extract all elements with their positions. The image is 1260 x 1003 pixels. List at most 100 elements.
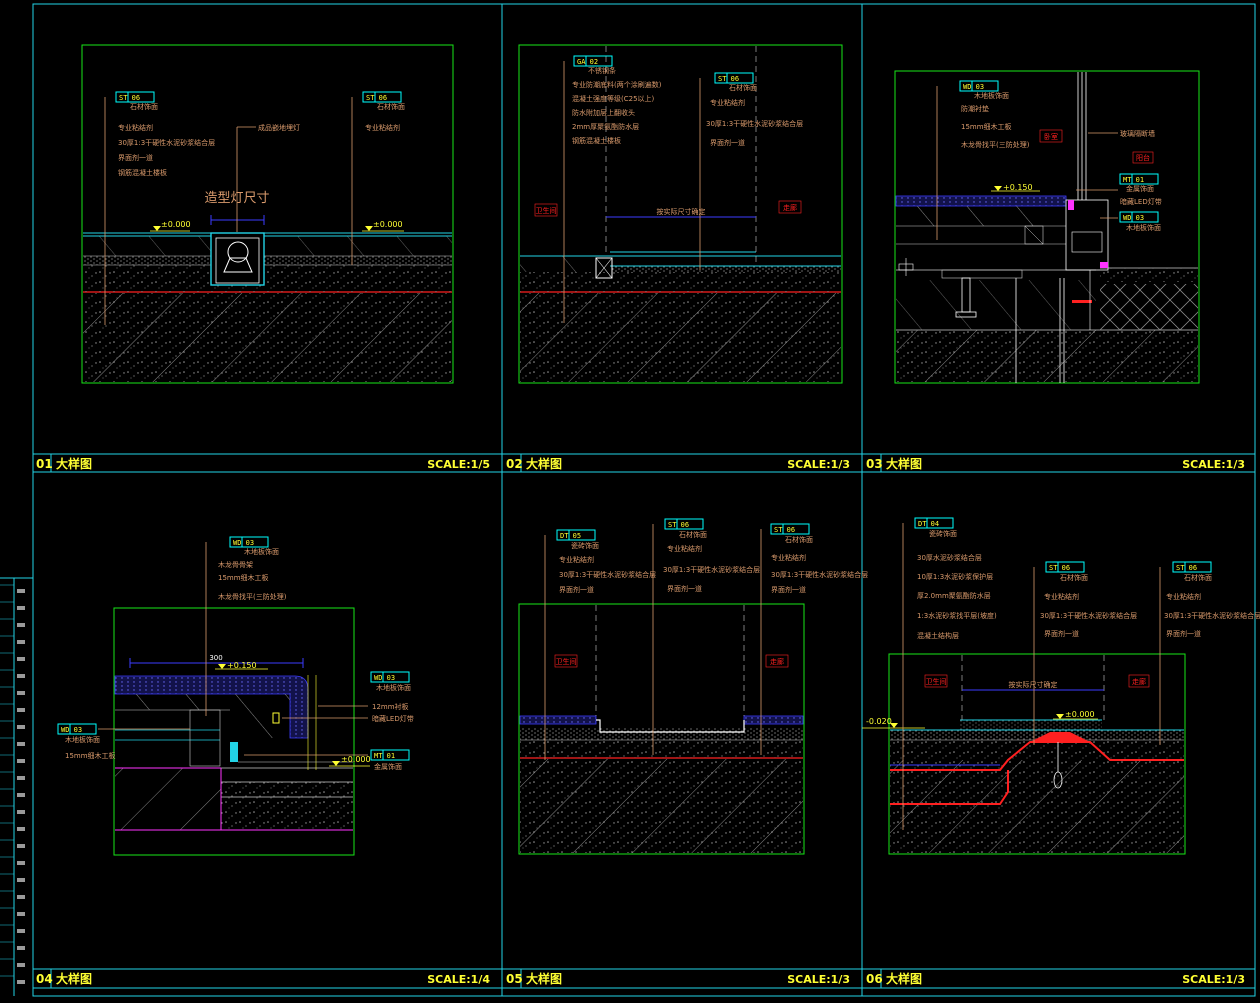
- svg-text:专业粘结剂: 专业粘结剂: [771, 553, 806, 562]
- panel-06-tag-2: ST 06 石材饰面 专业粘结剂 30厚1:3干硬性水泥砂浆结合层 界面剂一道: [1033, 561, 1137, 745]
- panel-05-tag-1: DT 05 瓷砖饰面 专业粘结剂 30厚1:3干硬性水泥砂浆结合层 界面剂一道: [544, 529, 656, 760]
- panel-03-detail: +0.150 卧室 阳台 玻璃隔断墙 WD 03 木地板饰面 防潮衬垫 15mm…: [894, 70, 1200, 384]
- svg-text:30厚1:3干硬性水泥砂浆结合层: 30厚1:3干硬性水泥砂浆结合层: [706, 119, 803, 128]
- panel-04-tag-3: WD 03 木地板饰面 15mm细木工板: [57, 723, 190, 760]
- panel-01-elevation-right: ±0.000: [362, 220, 404, 232]
- svg-text:30厚1:3干硬性水泥砂浆结合层: 30厚1:3干硬性水泥砂浆结合层: [1164, 611, 1260, 620]
- svg-text:+0.150: +0.150: [227, 661, 257, 670]
- panel-04-title: 大样图: [56, 971, 92, 986]
- svg-text:30厚1:3干硬性水泥砂浆结合层: 30厚1:3干硬性水泥砂浆结合层: [118, 138, 215, 147]
- svg-text:界面剂一道: 界面剂一道: [710, 138, 745, 147]
- svg-text:30厚1:3干硬性水泥砂浆结合层: 30厚1:3干硬性水泥砂浆结合层: [771, 570, 868, 579]
- panel-03-tag-2: MT 01 金属饰面 暗藏LED灯带: [1076, 173, 1162, 206]
- svg-text:木地板饰面: 木地板饰面: [376, 683, 411, 692]
- svg-text:ST 06: ST 06: [1176, 564, 1197, 572]
- panel-01-number: 01: [36, 457, 53, 471]
- panel-02-number: 02: [506, 457, 523, 471]
- panel-02-dimension: 按实际尺寸确定: [657, 207, 706, 216]
- svg-text:界面剂一道: 界面剂一道: [118, 153, 153, 162]
- svg-text:专业粘结剂: 专业粘结剂: [667, 544, 702, 553]
- panel-01-title: 大样图: [56, 456, 92, 471]
- panel-01-scale: SCALE:1/5: [427, 458, 490, 471]
- svg-text:30厚1:3干硬性水泥砂浆结合层: 30厚1:3干硬性水泥砂浆结合层: [559, 570, 656, 579]
- svg-text:ST 06: ST 06: [119, 94, 140, 102]
- panel-03-room-left: 卧室: [1044, 132, 1058, 141]
- svg-text:石材饰面: 石材饰面: [729, 83, 757, 92]
- svg-text:石材饰面: 石材饰面: [1060, 573, 1088, 582]
- svg-text:±0.000: ±0.000: [373, 220, 403, 229]
- panel-04-elevation-top: +0.150: [215, 661, 268, 670]
- panel-05-room-right: 走廊: [770, 657, 784, 666]
- svg-text:混凝土强度等级(C25以上): 混凝土强度等级(C25以上): [572, 94, 655, 103]
- svg-text:金属饰面: 金属饰面: [1126, 184, 1154, 193]
- panel-01-tag-1: ST 06 石材饰面 专业粘结剂 30厚1:3干硬性水泥砂浆结合层 界面剂一道 …: [104, 91, 215, 325]
- svg-text:15mm细木工板: 15mm细木工板: [65, 751, 116, 760]
- svg-text:±0.000: ±0.000: [341, 755, 371, 764]
- panel-02-room-left: 卫生间: [536, 206, 557, 215]
- svg-text:木龙骨骨架: 木龙骨骨架: [218, 560, 253, 569]
- panel-06-dimension: 按实际尺寸确定: [1009, 680, 1058, 689]
- sheet-frame: [32, 3, 1256, 997]
- svg-text:+0.150: +0.150: [1003, 183, 1033, 192]
- svg-text:±0.000: ±0.000: [1065, 710, 1095, 719]
- svg-text:专业粘结剂: 专业粘结剂: [118, 123, 153, 132]
- svg-text:防水附加层上翻收头: 防水附加层上翻收头: [572, 108, 635, 117]
- panel-04-detail: 300 +0.150 ±0.000 WD 03 木地板饰面 木龙骨骨架 15mm…: [57, 536, 414, 856]
- panel-06-tag-1: DT 04 瓷砖饰面 30厚水泥砂浆结合层 10厚1:3水泥砂浆保护层 厚2.0…: [902, 517, 997, 830]
- svg-text:专业粘结剂: 专业粘结剂: [710, 98, 745, 107]
- svg-text:界面剂一道: 界面剂一道: [771, 585, 806, 594]
- svg-text:±0.000: ±0.000: [161, 220, 191, 229]
- panel-06-detail: 按实际尺寸确定 卫生间 走廊 -0.020 ±0.000 DT 04 瓷砖饰面 …: [862, 517, 1260, 855]
- svg-text:专业防潮底料(两个涂刷遍数): 专业防潮底料(两个涂刷遍数): [572, 80, 662, 89]
- svg-text:30厚1:3干硬性水泥砂浆结合层: 30厚1:3干硬性水泥砂浆结合层: [1040, 611, 1137, 620]
- panel-02-tag-1: GA 02 不锈钢条 专业防潮底料(两个涂刷遍数) 混凝土强度等级(C25以上)…: [563, 55, 662, 323]
- panel-03-elevation: +0.150: [991, 183, 1040, 192]
- svg-text:1:3水泥砂浆找平层(坡度): 1:3水泥砂浆找平层(坡度): [917, 611, 997, 620]
- svg-text:木地板饰面: 木地板饰面: [974, 91, 1009, 100]
- svg-text:WD 03: WD 03: [1123, 214, 1144, 222]
- panel-01-lamp-note: 成品嵌地埋灯: [258, 123, 300, 132]
- svg-text:暗藏LED灯带: 暗藏LED灯带: [372, 714, 414, 723]
- panel-05-title: 大样图: [526, 971, 562, 986]
- svg-text:木龙骨找平(三防处理): 木龙骨找平(三防处理): [218, 592, 287, 601]
- svg-text:混凝土结构层: 混凝土结构层: [917, 631, 959, 640]
- panel-03-tag-1: WD 03 木地板饰面 防潮衬垫 15mm细木工板 木龙骨找平(三防处理): [936, 80, 1030, 240]
- panel-02-detail: 按实际尺寸确定 卫生间 走廊 GA 02 不锈钢条 专业防潮底料(两个涂刷遍数)…: [518, 44, 843, 384]
- svg-text:石材饰面: 石材饰面: [377, 102, 405, 111]
- panel-06-room-left: 卫生间: [926, 677, 947, 686]
- svg-text:12mm衬板: 12mm衬板: [372, 702, 409, 711]
- panel-06-scale: SCALE:1/3: [1182, 973, 1245, 986]
- panel-03-scale: SCALE:1/3: [1182, 458, 1245, 471]
- panel-04-tag-2: WD 03 木地板饰面 12mm衬板 暗藏LED灯带: [282, 671, 414, 723]
- panel-05-tag-2: ST 06 石材饰面 专业粘结剂 30厚1:3干硬性水泥砂浆结合层 界面剂一道: [652, 518, 760, 755]
- svg-text:专业粘结剂: 专业粘结剂: [559, 555, 594, 564]
- svg-text:厚2.0mm聚氨酯防水层: 厚2.0mm聚氨酯防水层: [917, 591, 991, 600]
- panel-01-detail: 造型灯尺寸 成品嵌地埋灯 ±0.000 ±0.000 ST 06 石材饰面 专业…: [81, 44, 454, 384]
- svg-text:ST 06: ST 06: [366, 94, 387, 102]
- svg-text:界面剂一道: 界面剂一道: [1166, 629, 1201, 638]
- svg-text:ST 06: ST 06: [1049, 564, 1070, 572]
- svg-text:金属饰面: 金属饰面: [374, 762, 402, 771]
- panel-05-tag-3: ST 06 石材饰面 专业粘结剂 30厚1:3干硬性水泥砂浆结合层 界面剂一道: [760, 523, 868, 755]
- panel-06-tag-3: ST 06 石材饰面 专业粘结剂 30厚1:3干硬性水泥砂浆结合层 界面剂一道: [1159, 561, 1260, 745]
- panel-04-number: 04: [36, 972, 53, 986]
- margin-table-cells: [0, 584, 25, 984]
- panel-04-dimension: 300: [209, 654, 222, 662]
- svg-text:木地板饰面: 木地板饰面: [65, 735, 100, 744]
- panel-03-title: 大样图: [886, 456, 922, 471]
- svg-text:专业粘结剂: 专业粘结剂: [1044, 592, 1079, 601]
- svg-text:不锈钢条: 不锈钢条: [588, 66, 616, 75]
- svg-text:专业粘结剂: 专业粘结剂: [1166, 592, 1201, 601]
- svg-text:30厚水泥砂浆结合层: 30厚水泥砂浆结合层: [917, 553, 982, 562]
- panel-03-side-note: 玻璃隔断墙: [1120, 129, 1155, 138]
- panel-02-room-right: 走廊: [783, 203, 797, 212]
- svg-text:瓷砖饰面: 瓷砖饰面: [929, 529, 957, 538]
- left-margin-strip: [0, 577, 33, 996]
- svg-text:石材饰面: 石材饰面: [785, 535, 813, 544]
- title-bars: 01 大样图 SCALE:1/5 02 大样图 SCALE:1/3 03 大样图…: [36, 456, 1245, 986]
- svg-text:15mm细木工板: 15mm细木工板: [218, 573, 269, 582]
- svg-text:2mm厚聚氨酯防水层: 2mm厚聚氨酯防水层: [572, 122, 639, 131]
- svg-text:DT 04: DT 04: [918, 520, 939, 528]
- svg-text:MT 01: MT 01: [374, 752, 395, 760]
